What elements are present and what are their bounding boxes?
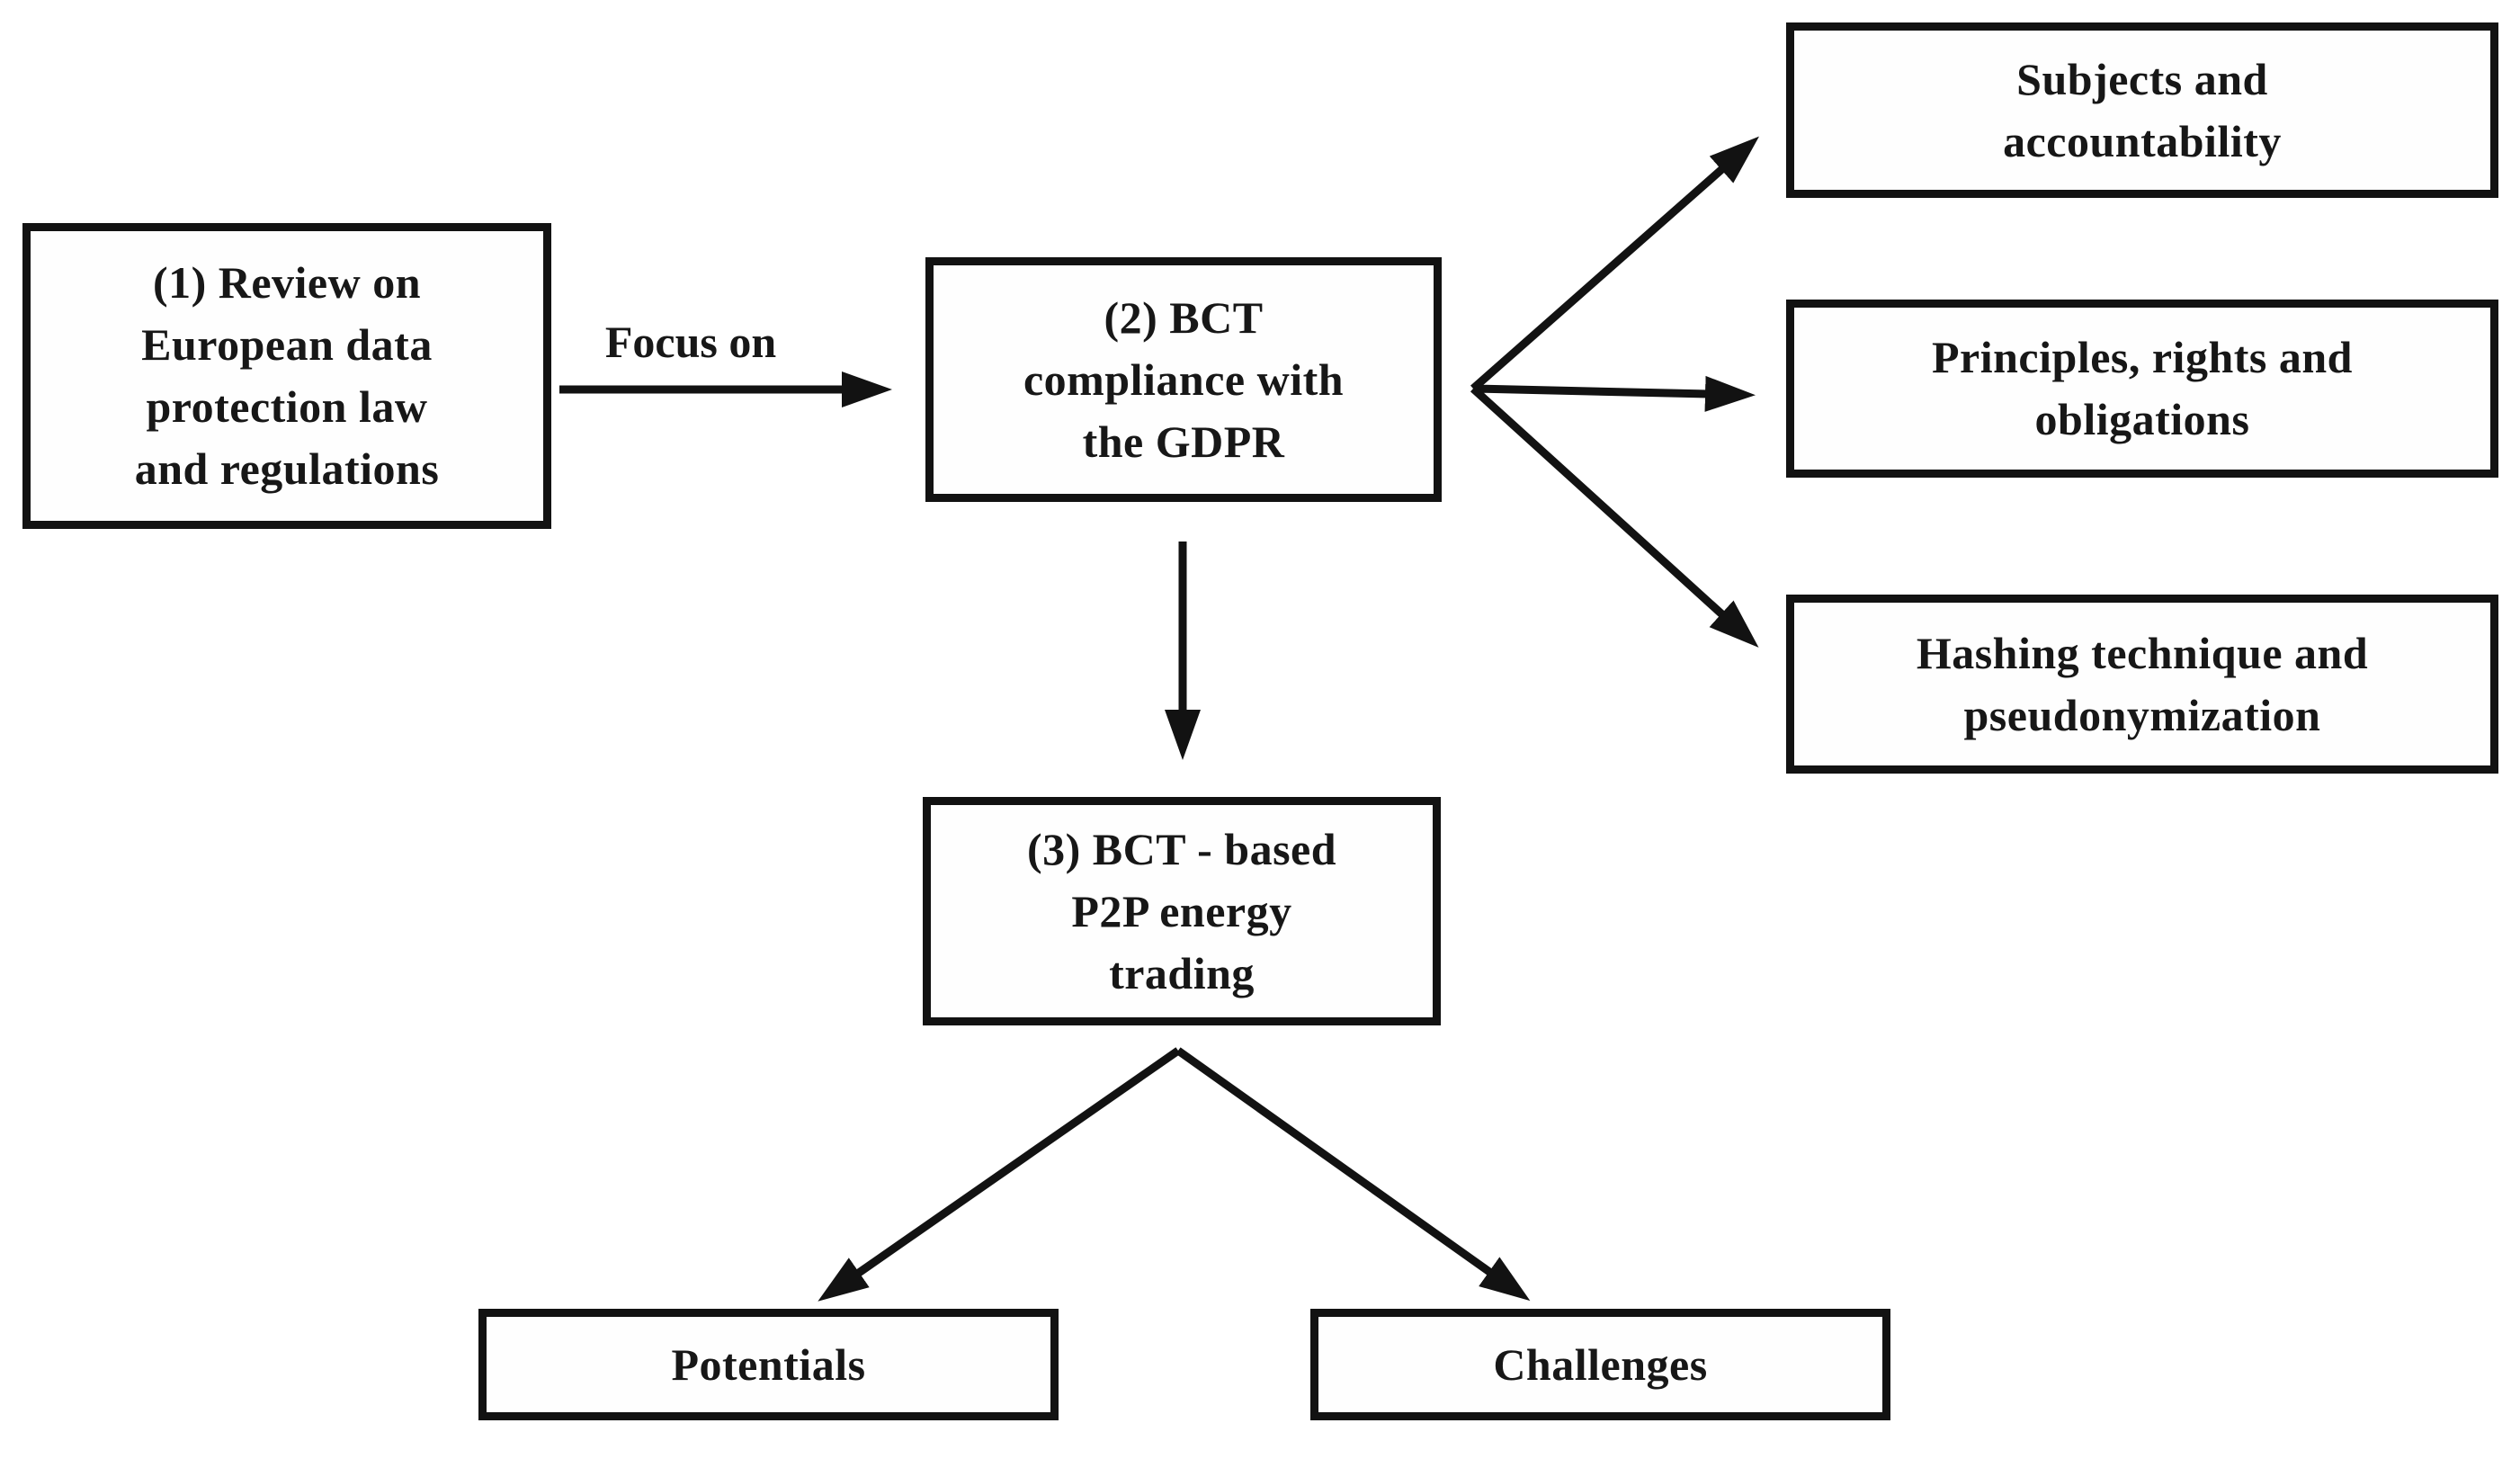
node-hashing-box: Hashing technique and pseudonymization	[1786, 595, 2498, 774]
edge-label-focus-on: Focus on	[604, 317, 777, 367]
node-challenges-box: Challenges	[1310, 1309, 1890, 1420]
node-subjects-box: Subjects and accountability	[1786, 22, 2498, 198]
arrow-to-subjects	[1470, 136, 1760, 392]
node-potentials-box: Potentials	[478, 1309, 1059, 1420]
node-review-box: (1) Review on European data protection l…	[22, 223, 551, 529]
arrow-to-principles	[1472, 375, 1756, 412]
node-principles-box: Principles, rights and obligations	[1786, 300, 2498, 478]
arrow-to-potentials	[818, 1047, 1181, 1302]
node-p2p-box: (3) BCT - based P2P energy trading	[923, 797, 1441, 1025]
arrow-to-challenges	[1175, 1047, 1531, 1302]
node-bct-gdpr-box: (2) BCT compliance with the GDPR	[925, 257, 1442, 502]
arrow-to-hashing	[1470, 385, 1759, 648]
